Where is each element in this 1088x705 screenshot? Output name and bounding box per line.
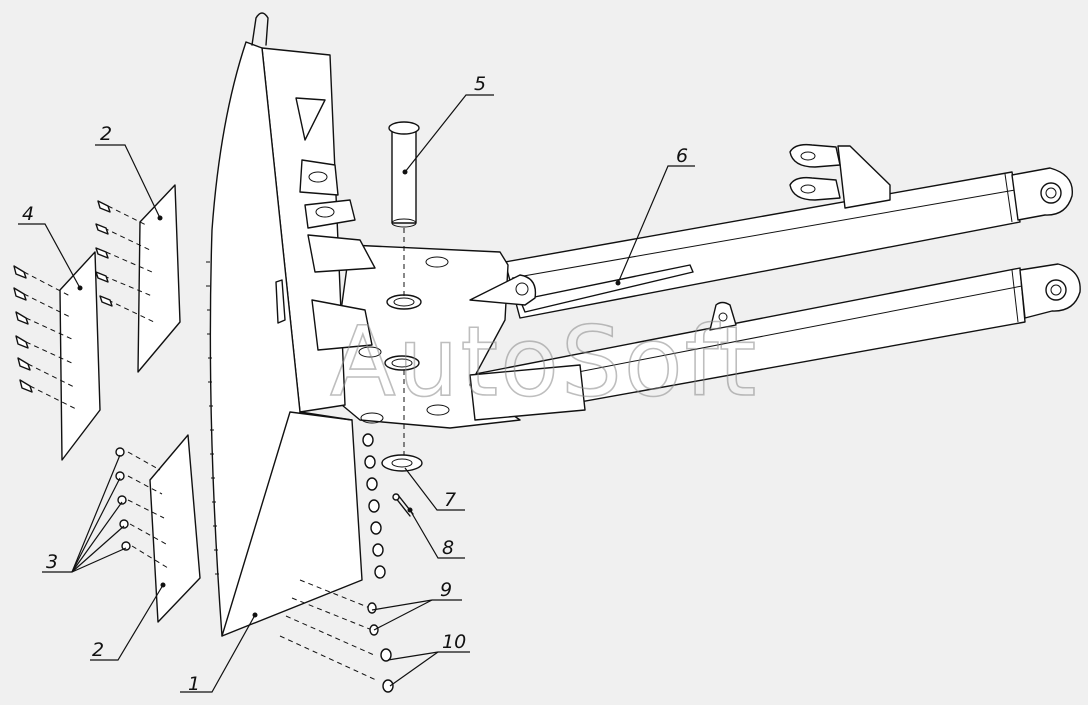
blade bbox=[206, 12, 386, 637]
side-bolts bbox=[13, 265, 79, 411]
edge-nuts bbox=[362, 433, 386, 579]
callouts: 1 2 2 3 4 5 6 7 8 9 10 bbox=[22, 73, 688, 695]
callout-8: 8 bbox=[442, 537, 454, 559]
callout-4: 4 bbox=[22, 203, 34, 225]
push-frame bbox=[329, 143, 1081, 429]
callout-9: 9 bbox=[440, 579, 452, 601]
callout-3: 3 bbox=[46, 551, 58, 573]
upper-bolts bbox=[95, 200, 155, 323]
callout-2-upper: 2 bbox=[100, 123, 112, 145]
lower-bolts bbox=[115, 447, 169, 569]
blade-holes bbox=[206, 261, 219, 575]
upper-cutting-edge bbox=[95, 184, 181, 373]
pin bbox=[388, 121, 420, 455]
callout-2-lower: 2 bbox=[92, 639, 104, 661]
cotter-pin bbox=[392, 493, 414, 517]
callout-5: 5 bbox=[474, 73, 486, 95]
side-cutting-edge bbox=[13, 251, 101, 461]
washer bbox=[381, 454, 423, 472]
callout-6: 6 bbox=[676, 145, 688, 167]
callout-7: 7 bbox=[444, 489, 456, 511]
watermark: AutoSoft bbox=[330, 306, 758, 418]
callout-10: 10 bbox=[442, 631, 466, 653]
leader-lines bbox=[18, 94, 695, 693]
lower-cutting-edge bbox=[115, 434, 201, 623]
callout-1: 1 bbox=[188, 673, 200, 695]
bottom-fasteners bbox=[279, 579, 394, 693]
